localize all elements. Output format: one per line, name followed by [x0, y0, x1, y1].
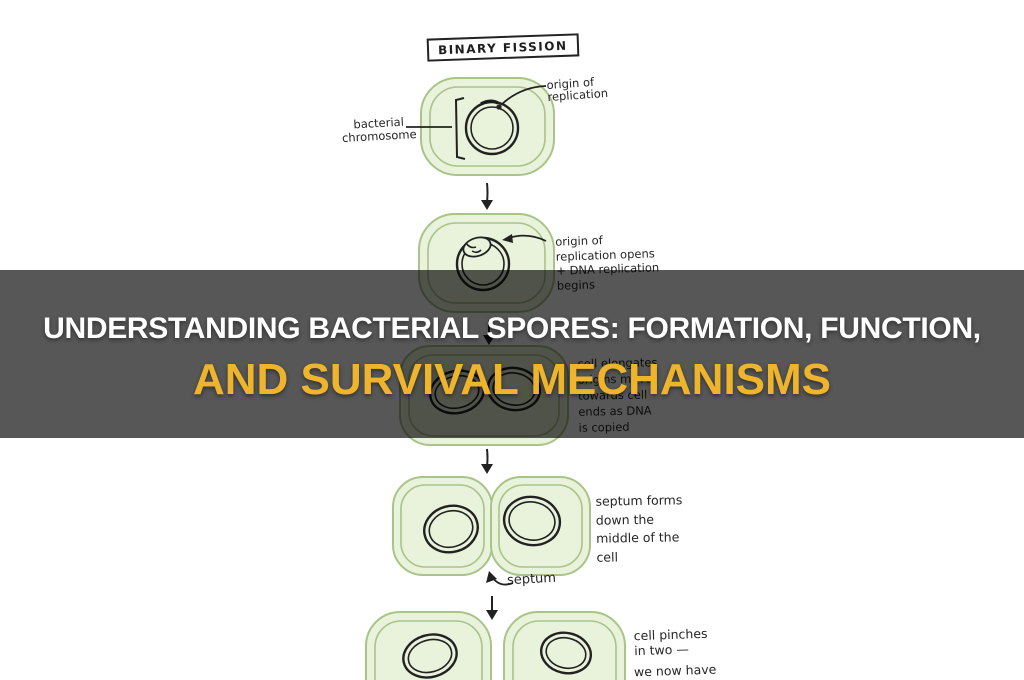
- down-arrow-1: [481, 182, 493, 210]
- stage4-cell: [392, 476, 591, 586]
- diagram-heading: BINARY FISSION: [437, 38, 568, 58]
- stage5-cells: [365, 611, 626, 680]
- label-we-now-have: we now have: [633, 661, 717, 680]
- bracket: [454, 97, 466, 160]
- title-overlay-band: [0, 270, 1024, 438]
- hero-title-line1: UNDERSTANDING BACTERIAL SPORES: FORMATIO…: [43, 312, 981, 345]
- origin-pointer-line: [500, 85, 547, 106]
- replication-bubble: [462, 236, 492, 258]
- hero-title-line2: AND SURVIVAL MECHANISMS: [192, 355, 832, 404]
- label-septum-forms: septum forms down the middle of the cell: [595, 492, 683, 565]
- down-arrow-3: [481, 448, 493, 474]
- stage1-cell: [406, 77, 555, 176]
- label-cell-pinches: cell pinches in two —: [633, 625, 708, 658]
- label-origin-of-replication: origin of replication: [546, 74, 609, 104]
- down-arrow-4: [486, 596, 498, 620]
- origin-mark: [480, 99, 499, 106]
- label-septum: septum: [506, 570, 557, 589]
- label-bacterial-chromosome: bacterial chromosome: [341, 114, 417, 145]
